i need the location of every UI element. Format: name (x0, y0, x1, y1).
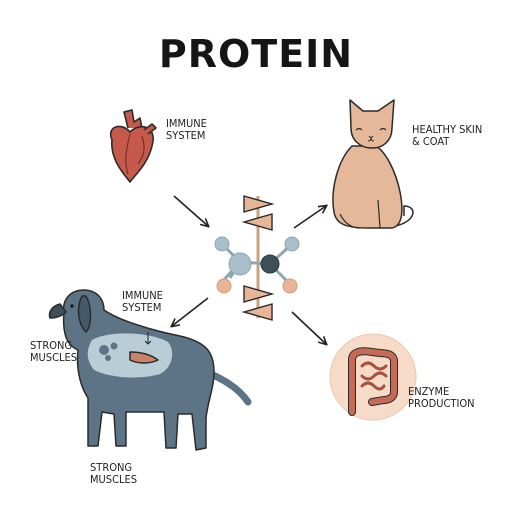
arrow-protein-to-cat (293, 206, 326, 229)
protein-molecule-icon (214, 195, 300, 321)
intestine-icon (329, 333, 417, 421)
cat-icon (332, 99, 414, 229)
arrow-heart-to-protein (173, 195, 208, 226)
page-title: PROTEIN (158, 32, 354, 76)
dog-icon (48, 289, 252, 451)
heart-icon (109, 109, 157, 183)
arrows (172, 195, 326, 344)
arrow-protein-to-intestine (291, 311, 326, 344)
cat-label: HEALTHY SKIN& COAT (412, 123, 483, 148)
arrow-protein-to-dog (172, 297, 209, 326)
